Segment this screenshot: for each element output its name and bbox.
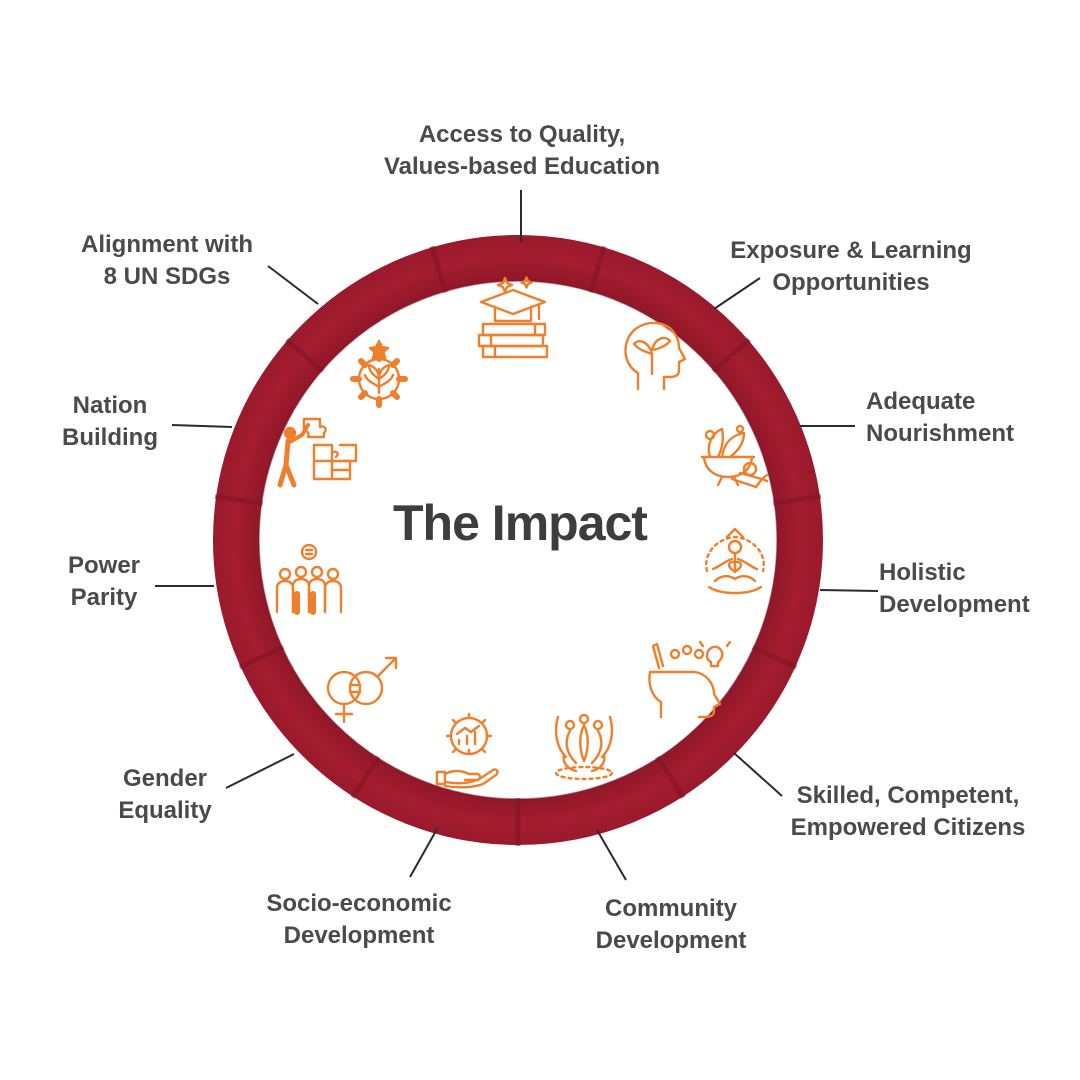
ring-seam (429, 245, 448, 294)
connector-gender-equality (225, 753, 295, 789)
ring-seam (655, 755, 686, 799)
connector-lines (155, 190, 879, 881)
impact-title: The Impact (393, 495, 648, 551)
label-socio-economic-development: Socio-economic Development (266, 890, 452, 949)
label-access-to-quality-education: Access to Quality, Values-based Educatio… (383, 121, 661, 180)
ring-seam (711, 337, 751, 373)
graduation-books-icon (477, 276, 549, 359)
ring-seam (285, 337, 325, 373)
label-skilled-competent-citizens: Skilled, Competent, Empowered Citizens (790, 782, 1026, 841)
label-community-development: Community Development (595, 895, 747, 954)
label-exposure-learning-opportunities: Exposure & Learning Opportunities (730, 237, 972, 296)
meditation-icon (705, 527, 765, 595)
ring-seam (588, 245, 607, 294)
connector-holistic-development (819, 589, 879, 592)
label-holistic-development: Holistic Development (879, 559, 1030, 618)
label-nation-building: Nation Building (62, 392, 158, 451)
connector-community-development (596, 829, 627, 881)
connector-exposure-learning-opportunities (713, 277, 761, 310)
head-ideas-icon (648, 640, 732, 719)
ring-segment-seams (214, 245, 822, 846)
ring-seam (238, 644, 285, 670)
ring-seam (773, 493, 822, 506)
ring-seam (751, 644, 798, 670)
ring-seam (214, 493, 263, 506)
connector-alignment-un-sdgs (267, 265, 319, 305)
head-sprout-icon (624, 321, 687, 391)
person-puzzle-icon (277, 417, 358, 488)
hand-gear-chart-icon (435, 712, 499, 789)
label-adequate-nourishment: Adequate Nourishment (866, 388, 1015, 447)
label-gender-equality: Gender Equality (118, 765, 212, 824)
gender-equality-icon (326, 656, 398, 724)
connector-nation-building (171, 424, 233, 428)
gear-plant-icon (350, 339, 408, 408)
community-hands-icon (554, 713, 614, 781)
people-equal-icon (275, 543, 343, 615)
ring-seam (350, 755, 381, 799)
connector-socio-economic-development (409, 828, 438, 878)
label-alignment-un-sdgs: Alignment with 8 UN SDGs (81, 231, 253, 290)
food-bowl-icon (700, 424, 769, 489)
connector-skilled-competent-citizens (733, 752, 783, 797)
label-power-parity: Power Parity (67, 552, 141, 611)
